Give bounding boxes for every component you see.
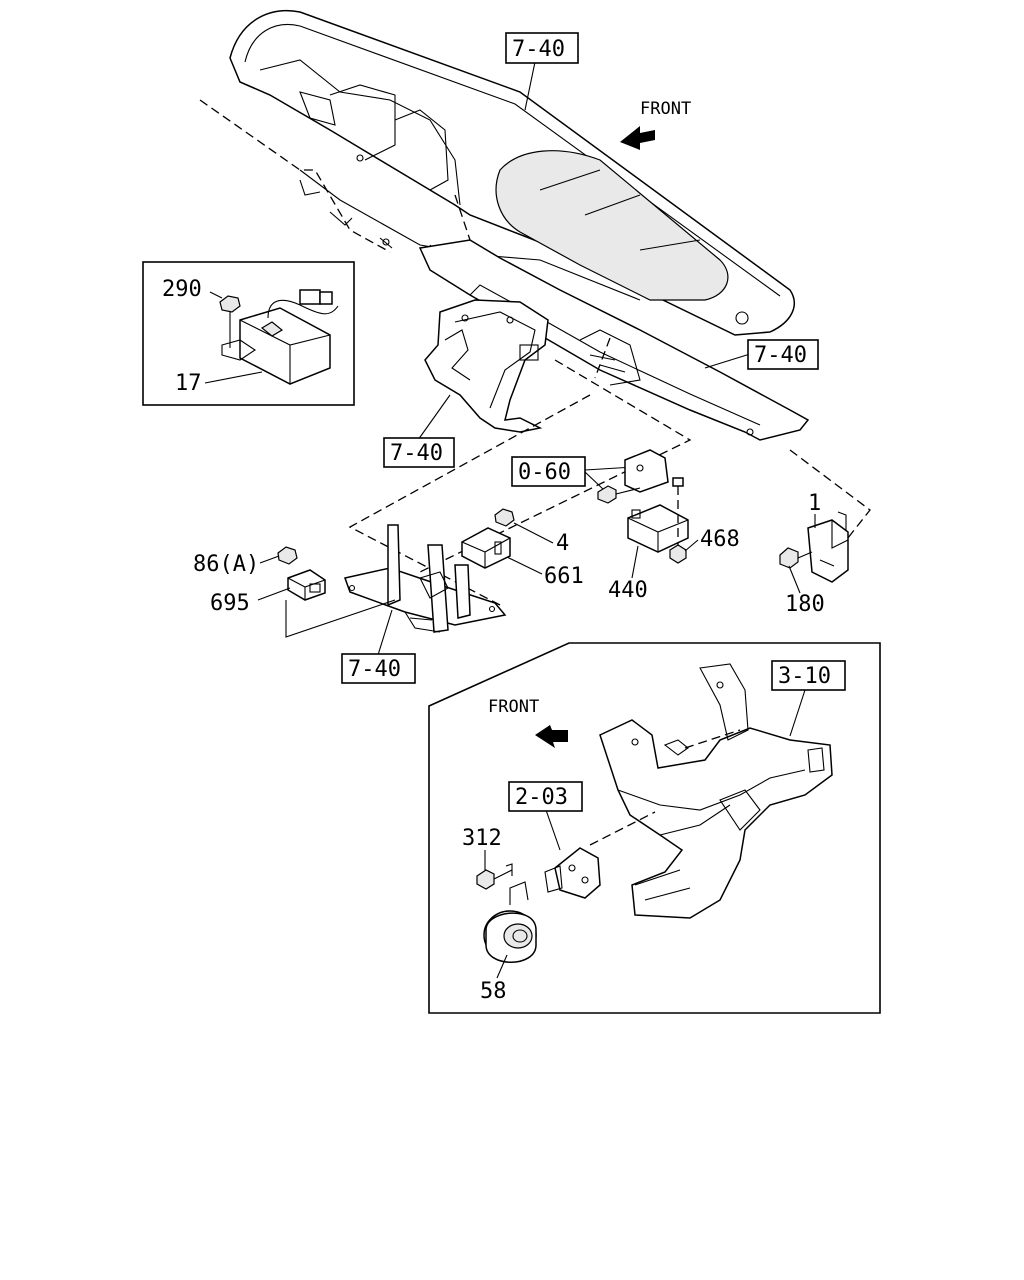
ref-7-40-mid-label: 7-40 <box>390 441 443 466</box>
callout-4: 4 <box>556 531 569 556</box>
module-1 <box>779 511 849 583</box>
cross-member-rail <box>418 239 810 441</box>
ref-0-60-label: 0-60 <box>518 460 571 485</box>
front-arrow-inset-icon <box>535 725 568 748</box>
ref-box-0-60: 0-60 <box>511 456 586 487</box>
ref-7-40-bottom-label: 7-40 <box>348 657 401 682</box>
callout-1: 1 <box>808 491 821 516</box>
inset-box-left <box>142 261 355 406</box>
callout-290: 290 <box>162 277 202 302</box>
ref-box-7-40-mid: 7-40 <box>383 437 455 468</box>
inset-box-bottom: FRONT 3-10 2-03 312 <box>428 642 881 1014</box>
ref-box-7-40-bottom: 7-40 <box>341 653 416 684</box>
callout-661: 661 <box>544 564 584 589</box>
module-bracket-440 <box>597 449 689 564</box>
callout-312: 312 <box>462 826 502 851</box>
ref-box-7-40-top: 7-40 <box>505 32 579 64</box>
ref-2-03-label: 2-03 <box>515 785 568 810</box>
ref-7-40-right-label: 7-40 <box>754 343 807 368</box>
front-label-top: FRONT <box>640 99 691 119</box>
callout-695: 695 <box>210 591 250 616</box>
callout-86a: 86(A) <box>193 552 259 577</box>
front-arrow-icon <box>620 126 655 150</box>
relay-661 <box>461 508 515 569</box>
callout-58: 58 <box>480 979 507 1004</box>
ref-3-10-label: 3-10 <box>778 664 831 689</box>
center-bracket <box>424 299 549 433</box>
callout-468: 468 <box>700 527 740 552</box>
ref-7-40-top-label: 7-40 <box>512 37 565 62</box>
callout-180: 180 <box>785 592 825 617</box>
ref-box-2-03 <box>508 781 583 812</box>
ref-box-3-10 <box>771 660 846 691</box>
lower-bracket <box>344 524 507 633</box>
ref-box-7-40-right: 7-40 <box>747 339 819 370</box>
callout-17: 17 <box>175 371 202 396</box>
sensor-695 <box>277 546 326 601</box>
callout-440: 440 <box>608 578 648 603</box>
front-label-inset: FRONT <box>488 697 539 717</box>
